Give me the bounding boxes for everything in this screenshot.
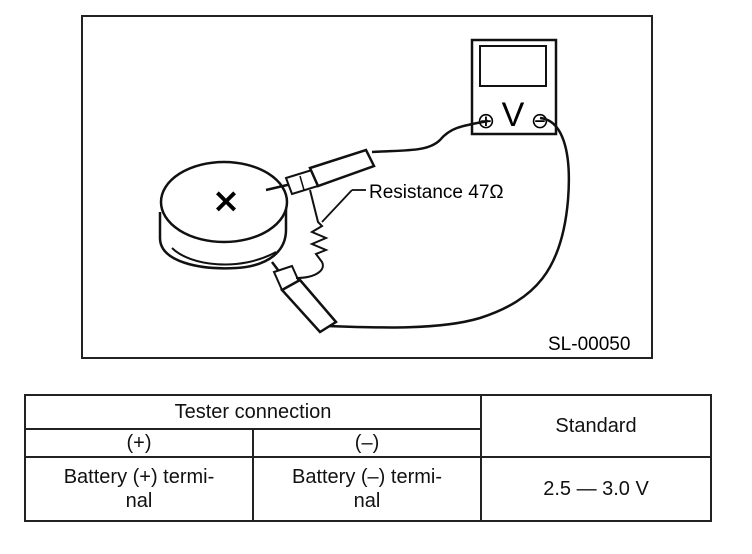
button-battery: × [158,160,289,270]
resistor-label: Resistance 47Ω [369,182,504,203]
minus-terminal-value: Battery (–) termi- nal [251,456,483,522]
standard-value: 2.5 — 3.0 V [480,456,713,522]
tester-connection-header: Tester connection [23,394,483,430]
figure-frame [81,15,653,359]
negative-lead-wire [325,116,571,329]
voltmeter-minus-terminal: ⊖ [531,109,549,134]
positive-probe [265,148,376,196]
voltmeter-display [479,45,547,87]
figure-code: SL-00050 [548,334,630,355]
negative-probe [271,261,338,334]
battery-positive-mark: × [212,181,241,221]
positive-lead-wire [371,119,489,154]
plus-terminal-header: (+) [24,428,254,458]
standard-header: Standard [480,394,713,458]
spec-table: Tester connection Standard (+) (–) Batte… [23,394,713,522]
minus-terminal-header: (–) [251,428,483,458]
voltmeter: ⊕ V ⊖ [470,38,558,136]
resistor [295,189,366,279]
resistor-leader-line [321,189,353,223]
plus-terminal-value: Battery (+) termi- nal [24,456,254,522]
voltmeter-v-symbol: V [502,96,525,134]
test-diagram: ⊕ V ⊖ × Resistance 47Ω SL-00050 [81,15,653,359]
